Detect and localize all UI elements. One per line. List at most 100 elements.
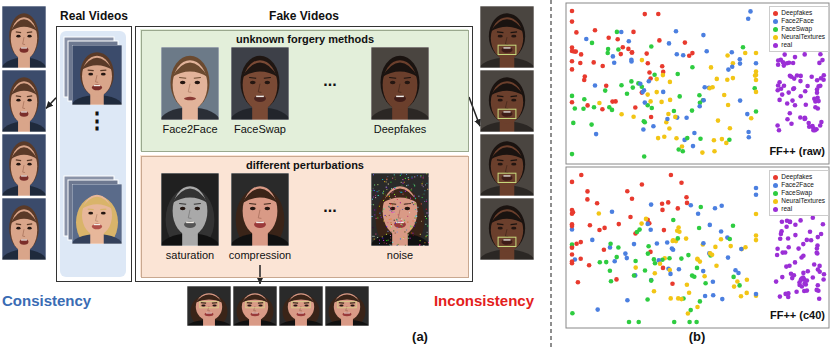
scatter-point: [652, 73, 657, 78]
noise-dot: [415, 216, 416, 217]
ellipse-shape: [88, 73, 93, 76]
line-shape: [511, 31, 517, 33]
noise-dot: [401, 192, 402, 193]
noise-dot: [383, 193, 384, 194]
rect-shape: [503, 239, 510, 240]
scatter-point: [720, 137, 725, 142]
noise-dot: [406, 197, 407, 198]
scatter-point: [709, 65, 714, 70]
forgery-panel: [140, 29, 468, 151]
scatter-point: [798, 94, 803, 99]
scatter-point: [605, 51, 610, 56]
ellipse-shape: [92, 85, 102, 91]
scatter-point: [595, 201, 600, 206]
ellipse-shape: [501, 175, 512, 181]
scatter-point: [679, 180, 684, 185]
scatter-point: [821, 77, 826, 82]
scatter-point: [606, 47, 611, 52]
scatter-point: [788, 220, 793, 225]
line-shape: [350, 302, 355, 304]
noise-dot: [403, 238, 404, 239]
noise-dot: [426, 236, 427, 237]
line-shape: [264, 77, 271, 79]
scatter-point: [711, 293, 716, 298]
ellipse-shape: [242, 293, 268, 320]
scatter-point: [815, 246, 820, 251]
legend-swatch: [773, 27, 778, 32]
scatter-point: [712, 138, 717, 143]
ellipse-shape: [82, 56, 112, 97]
path-shape: [258, 84, 261, 93]
ellipse-shape: [350, 304, 354, 306]
legend-box: DeepfakesFace2FaceFaceSwapNeuralTextures…: [769, 6, 829, 52]
region-box: [498, 45, 516, 54]
scatter-point: [754, 69, 759, 74]
rect-shape: [94, 224, 101, 225]
scatter-point: [777, 128, 782, 133]
scatter-point: [570, 208, 575, 213]
ellipse-shape: [20, 175, 29, 181]
rect-shape: [72, 45, 122, 105]
scatter-point: [631, 115, 636, 120]
line-shape: [16, 159, 21, 161]
faces-group: [1, 6, 826, 347]
scatter-point: [695, 305, 700, 310]
noise-dot: [386, 189, 387, 190]
noise-dot: [414, 219, 415, 220]
scatter-point: [665, 117, 670, 122]
ellipse-shape: [20, 111, 29, 117]
frame: [371, 173, 429, 246]
ellipse-shape: [80, 52, 114, 96]
scatter-point: [808, 230, 813, 235]
noise-dot: [427, 235, 428, 236]
noise-dot: [396, 213, 397, 214]
path-shape: [10, 19, 38, 32]
line-shape: [389, 77, 396, 79]
scatter-point: [584, 37, 589, 42]
scatter-point: [811, 126, 816, 131]
noise-dot: [422, 183, 423, 184]
scatter-point: [686, 253, 691, 258]
noise-dot: [422, 181, 423, 182]
noise-dot: [414, 176, 415, 177]
scatter-point: [671, 218, 676, 223]
noise-dot: [424, 201, 425, 202]
noise-dot: [407, 222, 408, 223]
scatter-point: [695, 257, 700, 262]
noise-dot: [424, 194, 425, 195]
noise-dot: [390, 182, 391, 183]
noise-dot: [398, 244, 399, 245]
noise-dot: [427, 189, 428, 190]
ellipse-shape: [11, 145, 37, 187]
scatter-point: [653, 261, 658, 266]
noise-dot: [405, 203, 406, 204]
noise-dot: [408, 190, 409, 191]
noise-dot: [405, 245, 406, 246]
noise-dot: [418, 196, 419, 197]
noise-dot: [389, 244, 390, 245]
scatter-point: [811, 275, 816, 280]
scatter-point: [585, 189, 590, 194]
scatter-point: [659, 100, 664, 105]
scatter-point: [803, 89, 808, 94]
scatter-point: [643, 12, 648, 17]
path-shape: [96, 75, 99, 82]
scatter-point: [725, 78, 730, 83]
noise-dot: [411, 189, 412, 190]
scatter-point: [600, 64, 605, 69]
legend-text: Deepfakes: [781, 9, 812, 17]
noise-dot: [414, 197, 415, 198]
scatter-point: [610, 209, 615, 214]
ellipse-shape: [489, 141, 525, 187]
scatter-point: [649, 278, 654, 283]
scatter-point: [672, 109, 677, 114]
face-image: [2, 70, 46, 132]
face-image: [233, 286, 277, 326]
scatter-point: [676, 236, 681, 241]
scatter-point: [671, 247, 676, 252]
path-shape: [505, 229, 508, 236]
region-box: [200, 302, 218, 308]
noise-dot: [408, 185, 409, 186]
scatter-point: [786, 90, 791, 95]
